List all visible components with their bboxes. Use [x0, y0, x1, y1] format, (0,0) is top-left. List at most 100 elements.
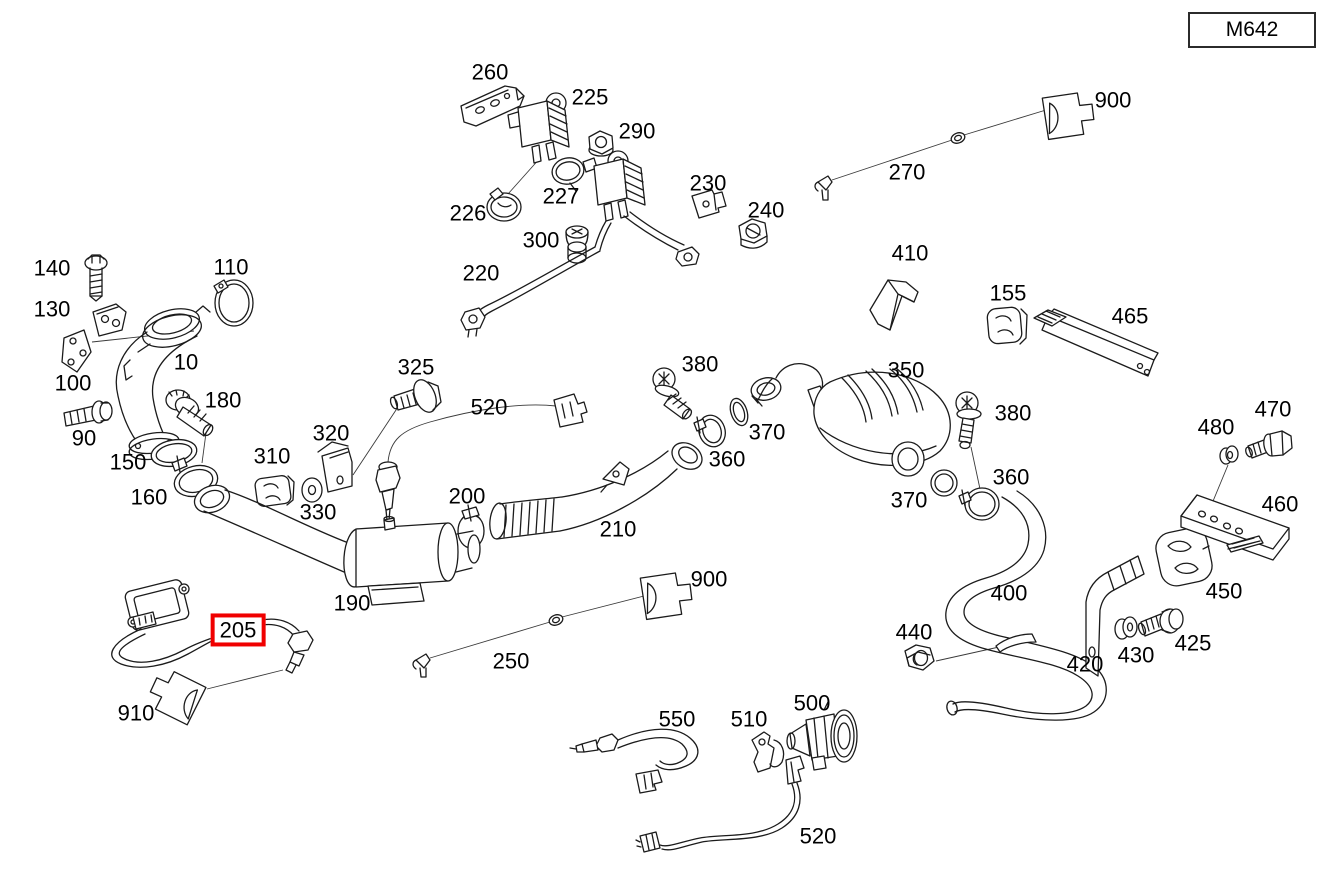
part-320-bracket-drawing	[317, 441, 353, 493]
part-370-gasket-lower-drawing	[930, 469, 958, 497]
part-310-mount-drawing	[254, 475, 295, 507]
part-label-226[interactable]: 226	[449, 200, 487, 226]
part-label-300[interactable]: 300	[522, 227, 560, 253]
part-label-155[interactable]: 155	[989, 280, 1027, 306]
part-sensor2-drawing	[593, 150, 700, 267]
part-230-clip-drawing	[691, 189, 727, 219]
part-520-harness-bottom-drawing	[635, 755, 805, 853]
part-label-110[interactable]: 110	[213, 254, 249, 280]
part-label-200[interactable]: 200	[448, 483, 486, 509]
part-180-stud-drawing	[165, 389, 214, 437]
part-465-bracket-drawing	[1033, 308, 1159, 377]
part-label-240[interactable]: 240	[747, 197, 785, 223]
part-label-520-bottom[interactable]: 520	[799, 823, 837, 849]
part-220-pipe-drawing	[460, 246, 601, 338]
part-label-470[interactable]: 470	[1254, 396, 1292, 422]
part-227-clamp-drawing	[551, 157, 598, 192]
part-label-900-top[interactable]: 900	[1094, 87, 1132, 113]
part-300-mount-drawing	[565, 225, 589, 264]
part-140-bolt-drawing	[84, 254, 108, 302]
part-250-cable-drawing	[412, 595, 645, 678]
engine-code-box: M642	[1188, 12, 1316, 48]
part-325-bolt-drawing	[389, 379, 442, 413]
part-910-connector-drawing	[145, 667, 209, 728]
part-label-370-lower[interactable]: 370	[890, 487, 928, 513]
part-label-500[interactable]: 500	[793, 690, 831, 716]
part-label-150[interactable]: 150	[109, 449, 147, 475]
part-380-bolt-right-drawing	[955, 391, 982, 450]
part-500-doser-drawing	[786, 701, 858, 771]
part-380-bolt-left-drawing	[652, 367, 693, 420]
part-label-227[interactable]: 227	[542, 183, 580, 209]
part-label-360-right[interactable]: 360	[992, 464, 1030, 490]
part-label-140[interactable]: 140	[33, 255, 71, 281]
part-410-bracket-drawing	[869, 279, 919, 331]
part-330-washer-drawing	[301, 477, 323, 503]
part-label-510[interactable]: 510	[730, 706, 768, 732]
part-label-320[interactable]: 320	[312, 420, 350, 446]
part-label-205-highlighted[interactable]: 205	[210, 613, 266, 647]
part-label-310[interactable]: 310	[253, 443, 291, 469]
part-label-520-top[interactable]: 520	[470, 394, 508, 420]
part-520-oxygen-sensor-drawing	[375, 393, 588, 521]
part-label-160[interactable]: 160	[130, 484, 168, 510]
part-400-tailpipe-drawing	[945, 490, 1107, 721]
part-360-clamp-right-drawing	[958, 487, 1000, 521]
part-label-270[interactable]: 270	[888, 159, 926, 185]
part-240-nut-drawing	[738, 218, 768, 249]
part-label-250[interactable]: 250	[492, 648, 530, 674]
part-label-290[interactable]: 290	[618, 118, 656, 144]
part-label-130[interactable]: 130	[33, 296, 71, 322]
part-label-330[interactable]: 330	[299, 499, 337, 525]
part-label-100[interactable]: 100	[54, 370, 92, 396]
part-label-225[interactable]: 225	[571, 84, 609, 110]
part-label-325[interactable]: 325	[397, 354, 435, 380]
part-label-410[interactable]: 410	[891, 240, 929, 266]
part-label-910[interactable]: 910	[117, 700, 155, 726]
part-450-mount-drawing	[1155, 527, 1213, 587]
part-90-bolt-drawing	[63, 400, 113, 427]
part-label-190[interactable]: 190	[333, 590, 371, 616]
part-900-connector-top-drawing	[1036, 87, 1098, 146]
part-label-10[interactable]: 10	[173, 349, 199, 375]
part-130-bracket-drawing	[92, 303, 127, 337]
part-label-230[interactable]: 230	[689, 170, 727, 196]
part-270-cable-drawing	[814, 109, 1047, 201]
part-label-90[interactable]: 90	[71, 425, 97, 451]
part-label-350[interactable]: 350	[887, 357, 925, 383]
part-label-900-mid[interactable]: 900	[690, 566, 728, 592]
part-label-210[interactable]: 210	[599, 516, 637, 542]
part-label-430[interactable]: 430	[1117, 642, 1155, 668]
part-label-260[interactable]: 260	[471, 59, 509, 85]
part-label-425[interactable]: 425	[1174, 630, 1212, 656]
part-label-450[interactable]: 450	[1205, 578, 1243, 604]
part-900-connector-mid-drawing	[634, 567, 696, 626]
part-460-bracket-drawing	[1180, 494, 1290, 561]
part-440-nut-drawing	[904, 644, 935, 671]
part-label-380-left[interactable]: 380	[681, 351, 719, 377]
part-110-clamp-drawing	[213, 279, 254, 327]
part-label-550[interactable]: 550	[658, 706, 696, 732]
part-550-pipe-drawing	[569, 728, 699, 794]
part-10-downpipe-drawing	[115, 305, 211, 461]
part-350-catalyst-drawing	[750, 363, 951, 477]
part-155-mount-drawing	[986, 306, 1028, 345]
part-210-pipe-drawing	[489, 442, 703, 540]
part-label-465[interactable]: 465	[1111, 303, 1149, 329]
part-label-360-left[interactable]: 360	[708, 446, 746, 472]
part-label-180[interactable]: 180	[204, 387, 242, 413]
part-226-clamp-drawing	[486, 187, 522, 222]
part-360-clamp-left-drawing	[693, 414, 726, 448]
part-label-460[interactable]: 460	[1261, 491, 1299, 517]
part-label-440[interactable]: 440	[895, 619, 933, 645]
part-label-220[interactable]: 220	[462, 260, 500, 286]
part-480-washer-drawing	[1219, 445, 1239, 465]
part-label-380-right[interactable]: 380	[994, 400, 1032, 426]
part-label-420[interactable]: 420	[1066, 651, 1104, 677]
part-label-400[interactable]: 400	[990, 580, 1028, 606]
part-label-480[interactable]: 480	[1197, 414, 1235, 440]
part-label-370-upper[interactable]: 370	[748, 419, 786, 445]
part-510-bracket-drawing	[751, 731, 785, 773]
